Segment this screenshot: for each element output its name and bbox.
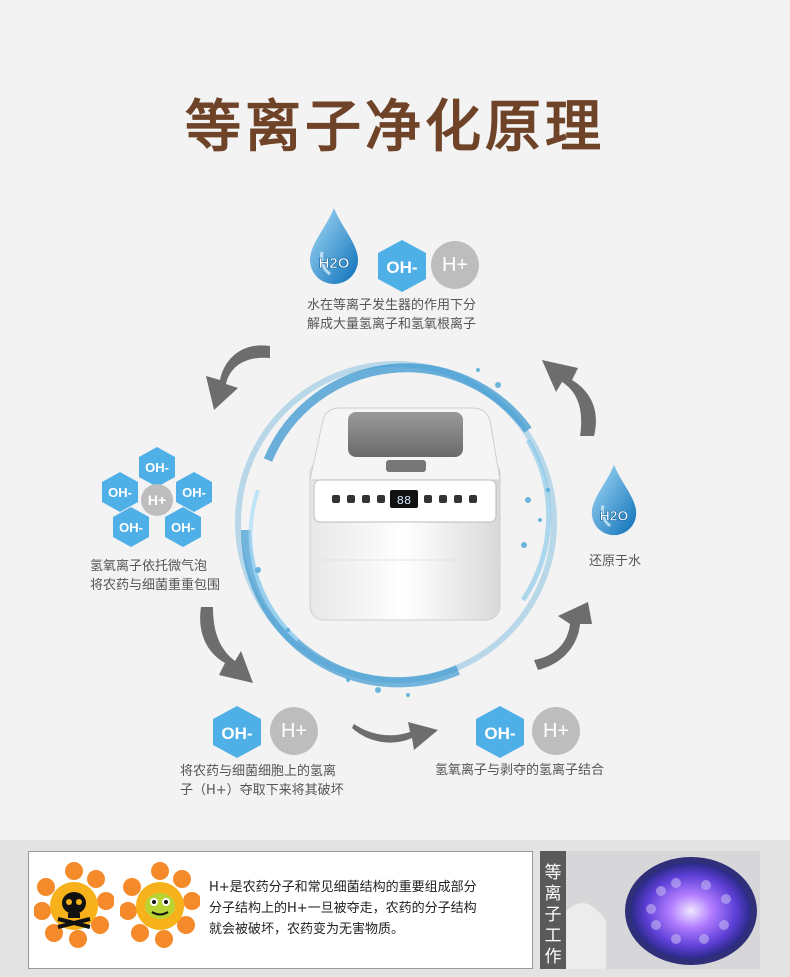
water-drop-icon: H2O (310, 208, 358, 284)
plasma-working-label: 等 离 子 工 作 (540, 851, 566, 969)
oh-label: OH- (484, 724, 515, 743)
cycle-arrow-icon (534, 602, 592, 670)
h-label: H+ (148, 492, 166, 508)
h2o-label: H2O (319, 255, 350, 272)
oh-label: OH- (145, 460, 169, 475)
caption-bottom-left: 将农药与细菌细胞上的氢离 子（H+）夺取下来将其破坏 (180, 764, 344, 798)
h-ion-icon: H+ (532, 707, 580, 755)
caption-bottom-right: 氢氧离子与剥夺的氢离子结合 (435, 763, 605, 778)
bacteria-icon (120, 862, 200, 948)
bottom-explanation-text: H+是农药分子和常见细菌结构的重要组成部分 分子结构上的H+一旦被夺走，农药的分… (209, 880, 477, 937)
h-label: H+ (280, 719, 308, 742)
oh-label: OH- (108, 485, 132, 500)
oh-ion-icon: OH- (476, 706, 524, 758)
oh-label: OH- (221, 724, 252, 743)
h2o-label: H2O (600, 507, 629, 523)
h-label: H+ (542, 719, 570, 742)
oh-label: OH- (182, 485, 206, 500)
oh-ion-icon: OH- (378, 240, 426, 292)
pesticide-skull-icon (34, 862, 114, 948)
oh-label: OH- (119, 520, 143, 535)
page-title: 等离子净化原理 (185, 95, 605, 160)
h-label: H+ (441, 253, 469, 276)
bottom-explanation-box (28, 851, 533, 969)
oh-ion-icon: OH- (213, 706, 261, 758)
oh-label: OH- (171, 520, 195, 535)
device-display: 88 (397, 494, 411, 508)
caption-right: 还原于水 (589, 554, 642, 569)
water-drop-icon: H2O (591, 464, 637, 536)
h-ion-icon: H+ (431, 241, 479, 289)
purifier-device-illustration: 88 (235, 361, 557, 697)
caption-left: 氢氧离子依托微气泡 将农药与细菌重重包围 (90, 559, 221, 593)
plasma-disc-image (566, 851, 760, 969)
caption-top: 水在等离子发生器的作用下分 解成大量氢离子和氢氧根离子 (307, 298, 477, 332)
plasma-working-photo (566, 851, 760, 969)
oh-ion-cluster-icon: OH- OH- OH- OH- OH- H+ (102, 447, 212, 547)
h-ion-icon: H+ (270, 707, 318, 755)
cycle-arrow-icon (206, 345, 270, 410)
cycle-arrow-icon (352, 722, 438, 750)
cycle-arrow-icon (200, 607, 253, 683)
oh-label: OH- (386, 258, 417, 277)
cycle-arrow-icon (542, 360, 596, 436)
